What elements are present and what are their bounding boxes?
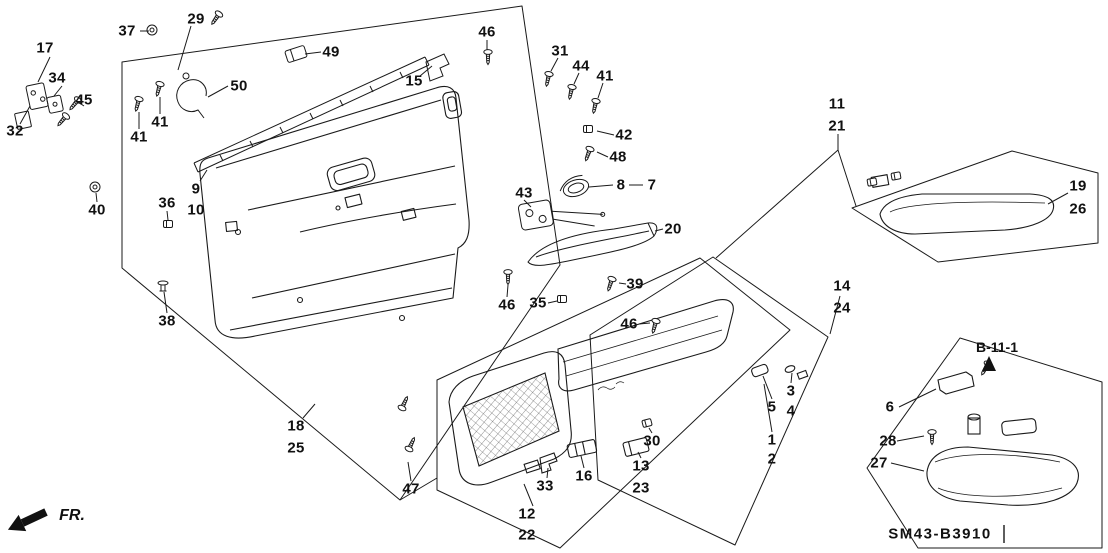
part-callout: 35 xyxy=(529,294,547,312)
drawing-number: SM43-B3910 xyxy=(888,525,992,543)
door-pull-pocket xyxy=(326,157,376,192)
part-callout: 32 xyxy=(6,122,24,140)
part-callout: 37 xyxy=(118,22,136,40)
bracket-33 xyxy=(539,452,558,474)
part-callout: 41 xyxy=(130,128,148,146)
part-callout: 28 xyxy=(879,432,897,450)
clip-5 xyxy=(751,363,769,378)
pocket-grille xyxy=(462,372,560,467)
region-boxes xyxy=(121,5,1103,549)
part-callout: 10 xyxy=(187,201,205,219)
knob xyxy=(967,413,981,435)
part-callout: 12 xyxy=(518,505,536,523)
part-callout: 15 xyxy=(405,72,423,90)
part-callout: 34 xyxy=(48,69,66,87)
part-callout: 3 xyxy=(786,382,796,400)
pull-handle xyxy=(1001,418,1037,436)
lower-trim xyxy=(448,299,809,486)
lower-trim-box xyxy=(436,257,791,549)
clip-3 xyxy=(784,365,796,373)
pocket-panel xyxy=(448,351,572,486)
top-small-parts xyxy=(14,45,450,130)
part-callout: 46 xyxy=(498,296,516,314)
clip-49 xyxy=(284,45,308,63)
part-callout: 1 xyxy=(767,431,777,449)
part-callout: 39 xyxy=(626,275,644,293)
part-callout: 22 xyxy=(518,526,536,544)
part-callout: 46 xyxy=(620,315,638,333)
part-callout: 19 xyxy=(1069,177,1087,195)
part-callout: 46 xyxy=(478,23,496,41)
part-callout: 40 xyxy=(88,201,106,219)
main-panel-box xyxy=(121,5,561,501)
part-callout: 18 xyxy=(287,417,305,435)
front-direction-label: FR. xyxy=(59,507,85,524)
part-callout: 20 xyxy=(664,220,682,238)
part-callout: 41 xyxy=(151,113,169,131)
part-callout: 8 xyxy=(616,176,626,194)
part-callout: 50 xyxy=(230,77,248,95)
part-callout: 23 xyxy=(632,479,650,497)
part-callout: 43 xyxy=(515,184,533,202)
bracket-15 xyxy=(425,53,450,82)
plate-32 xyxy=(14,110,32,130)
part-callout: 14 xyxy=(833,277,851,295)
part-callout: 45 xyxy=(75,91,93,109)
bracket-6 xyxy=(937,371,975,395)
part-callout: 49 xyxy=(322,43,340,61)
armrest-box xyxy=(851,150,1099,263)
inner-handle-8-7 xyxy=(559,174,590,198)
part-callout: 47 xyxy=(402,480,420,498)
bracket-13 xyxy=(622,437,650,457)
detail-reference-label: B-11-1 xyxy=(975,339,1019,355)
armrest-27 xyxy=(926,446,1079,506)
part-callout: 25 xyxy=(287,439,305,457)
part-callout: 6 xyxy=(885,398,895,416)
part-callout: 7 xyxy=(647,176,657,194)
bracket-34 xyxy=(46,94,64,114)
armrest-19-26 xyxy=(879,193,1055,235)
part-callout: 9 xyxy=(191,180,201,198)
part-callout: 24 xyxy=(833,299,851,317)
part-callout: 4 xyxy=(786,402,796,420)
part-callout: 26 xyxy=(1069,200,1087,218)
pushpin-38 xyxy=(157,280,169,292)
part-callout: 30 xyxy=(643,432,661,450)
wire-50 xyxy=(176,79,207,119)
part-callout: 17 xyxy=(36,39,54,57)
front-arrow-icon xyxy=(7,508,48,532)
door-panel xyxy=(199,85,470,339)
weatherstrip xyxy=(193,56,430,173)
armrest-pads xyxy=(870,174,1079,506)
part-callout: 5 xyxy=(767,398,777,416)
part-callout: 29 xyxy=(187,10,205,28)
part-callout: 42 xyxy=(615,126,633,144)
latch-hardware xyxy=(157,174,658,292)
clip-4 xyxy=(796,369,809,380)
detail-up-arrow-icon xyxy=(982,356,996,371)
part-callout: 31 xyxy=(551,42,569,60)
vent-16 xyxy=(566,439,598,458)
part-callout: 2 xyxy=(767,450,777,468)
part-callout: 33 xyxy=(536,477,554,495)
part-callout: 41 xyxy=(596,67,614,85)
part-callout: 11 xyxy=(828,95,846,113)
latch-43 xyxy=(517,199,606,231)
armrest-20 xyxy=(527,222,658,266)
part-callout: 21 xyxy=(828,117,846,135)
part-callout: 16 xyxy=(575,467,593,485)
part-callout: 13 xyxy=(632,457,650,475)
trim-parts-box xyxy=(589,256,829,546)
part-callout: 44 xyxy=(572,57,590,75)
part-callout: 38 xyxy=(158,312,176,330)
part-callout: 36 xyxy=(158,194,176,212)
leader-lines xyxy=(19,25,1069,507)
part-callout: 27 xyxy=(870,454,888,472)
part-callout: 48 xyxy=(609,148,627,166)
panel-bezel xyxy=(442,91,463,119)
detail-b11-box xyxy=(866,337,1103,549)
trim-molding xyxy=(557,299,734,392)
hinge-bracket-17 xyxy=(25,82,49,110)
